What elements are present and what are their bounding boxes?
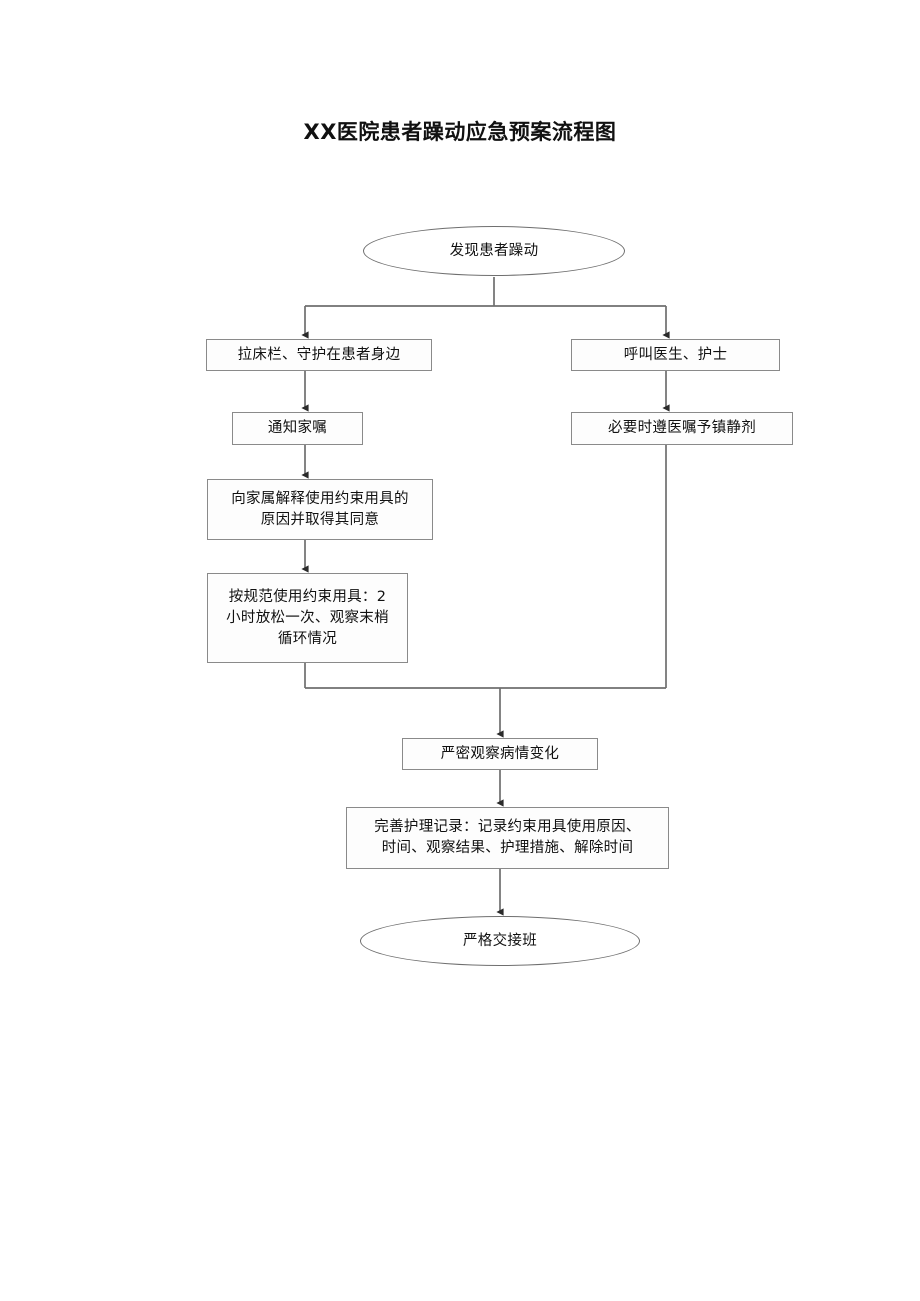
- node-label: 完善护理记录：记录约束用具使用原因、 时间、观察结果、护理措施、解除时间: [374, 819, 641, 856]
- node-end-strict-handover[interactable]: 严格交接班: [360, 916, 640, 966]
- node-call-doctor-nurse[interactable]: 呼叫医生、护士: [571, 339, 780, 371]
- node-sedative-per-order[interactable]: 必要时遵医嘱予镇静剂: [571, 412, 793, 445]
- node-label: 严格交接班: [463, 932, 537, 949]
- node-label: 按规范使用约束用具：2 小时放松一次、观察末梢 循环情况: [226, 588, 389, 647]
- node-label: 严密观察病情变化: [440, 745, 560, 762]
- node-label: 发现患者躁动: [449, 242, 539, 259]
- node-nursing-record[interactable]: 完善护理记录：记录约束用具使用原因、 时间、观察结果、护理措施、解除时间: [346, 807, 669, 869]
- node-label: 呼叫医生、护士: [623, 346, 728, 363]
- node-start-patient-agitation[interactable]: 发现患者躁动: [363, 226, 625, 276]
- node-close-observation[interactable]: 严密观察病情变化: [402, 738, 598, 770]
- node-label: 必要时遵医嘱予镇静剂: [608, 420, 756, 436]
- node-explain-restraint-to-family[interactable]: 向家属解释使用约束用具的 原因并取得其同意: [207, 479, 433, 540]
- node-label: 通知家嘱: [267, 420, 328, 436]
- node-notify-family[interactable]: 通知家嘱: [232, 412, 363, 445]
- node-restraint-standard-use[interactable]: 按规范使用约束用具：2 小时放松一次、观察末梢 循环情况: [207, 573, 408, 663]
- node-label: 向家属解释使用约束用具的 原因并取得其同意: [231, 490, 409, 528]
- page-title: XX医院患者躁动应急预案流程图: [303, 120, 617, 144]
- node-label: 拉床栏、守护在患者身边: [237, 346, 401, 363]
- node-bed-rail-guard[interactable]: 拉床栏、守护在患者身边: [206, 339, 432, 371]
